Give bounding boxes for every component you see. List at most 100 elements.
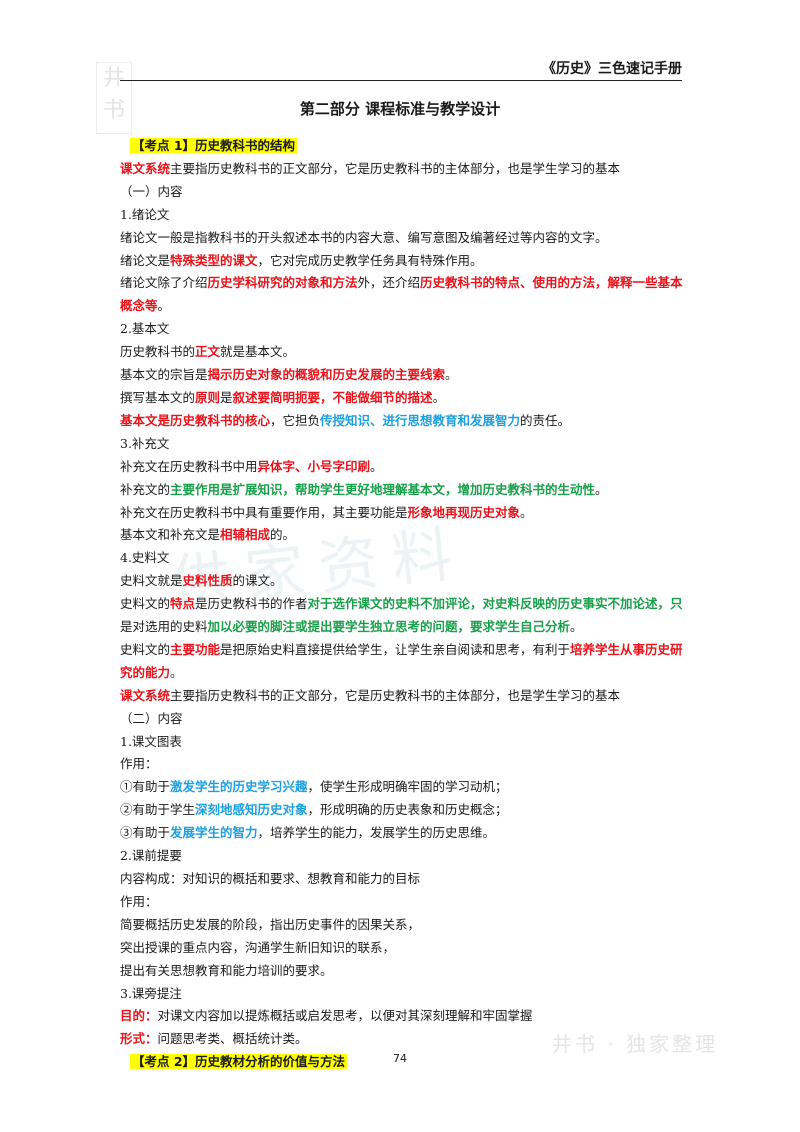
- text-line: 史料文的特点是历史教科书的作者对于选作课文的史料不加评论，对史料反映的历史事实不…: [120, 593, 685, 639]
- text-segment: 。: [570, 619, 583, 635]
- text-line: 目的：对课文内容加以提炼概括或启发思考，以便对其深刻理解和牢固掌握: [120, 1005, 685, 1028]
- text-segment: 2.课前提要: [120, 848, 182, 864]
- text-segment: （二）内容: [120, 710, 183, 726]
- text-segment: 作用：: [120, 893, 158, 909]
- emphasis-text: 培养学生从事历史研究的能力: [120, 641, 683, 680]
- text-line: 课文系统主要指历史教科书的正文部分，它是历史教科书的主体部分，也是学生学习的基本: [120, 685, 685, 708]
- emphasis-text: 目的：: [120, 1008, 158, 1024]
- emphasis-text: 历史教科书的特点、使用的方法，解释一些基本概念等: [120, 275, 683, 314]
- emphasis-text: 异体字、小号字印刷: [257, 458, 371, 474]
- text-line: 补充文在历史教科书中具有重要作用，其主要功能是形象地再现历史对象。: [120, 502, 685, 525]
- emphasis-text: 对于选作课文的史料不加评论，对史料反映的历史事实不加论述，: [307, 596, 671, 612]
- text-segment: 主要指历史教科书的正文部分，它是历史教科书的主体部分，也是学生学习的基本: [170, 687, 621, 703]
- emphasis-text: 课文系统: [120, 687, 171, 703]
- text-line: ③有助于发展学生的智力，培养学生的能力，发展学生的历史思维。: [120, 822, 685, 845]
- section-title: 第二部分 课程标准与教学设计: [299, 100, 501, 118]
- emphasis-text: 历史学科研究的对象和方法: [207, 275, 358, 291]
- text-line: 历史教科书的正文就是基本文。: [120, 341, 685, 364]
- text-line: 补充文的主要作用是扩展知识，帮助学生更好地理解基本文，增加历史教科书的生动性。: [120, 479, 685, 502]
- emphasis-text: 深刻地感知历史对象: [195, 802, 308, 818]
- header-title: 《历史》三色速记手册: [542, 61, 682, 77]
- text-line: （二）内容: [120, 708, 685, 731]
- emphasis-text: 原则: [195, 389, 221, 405]
- section-heading: 【考点 2】历史教材分析的价值与方法: [130, 1054, 348, 1070]
- text-line: 1.课文图表: [120, 731, 685, 754]
- text-line: 绪论文除了介绍历史学科研究的对象和方法外，还介绍历史教科书的特点、使用的方法，解…: [120, 272, 685, 318]
- text-segment: ，使学生形成明确牢固的学习动机；: [307, 779, 508, 795]
- text-segment: 。: [595, 481, 608, 497]
- text-segment: ，它对完成历史教学任务具有特殊作用。: [257, 252, 483, 268]
- text-line: 史料文就是史料性质的课文。: [120, 570, 685, 593]
- text-segment: 基本文和补充文是: [120, 527, 221, 543]
- watermark-footer: 井书 · 独家整理: [552, 1032, 719, 1056]
- text-segment: 史料文的: [120, 641, 171, 657]
- emphasis-text: 加以必要的脚注或提出要学生独立思考的问题，要求学生自己分析: [207, 619, 571, 635]
- text-line: 课文系统主要指历史教科书的正文部分，它是历史教科书的主体部分，也是学生学习的基本: [120, 158, 685, 181]
- emphasis-text: 只: [670, 596, 683, 612]
- text-segment: 是对选用的史料: [120, 619, 208, 635]
- text-line: 3.补充文: [120, 433, 685, 456]
- text-segment: 。: [370, 458, 383, 474]
- text-line: 补充文在历史教科书中用异体字、小号字印刷。: [120, 456, 685, 479]
- text-line: 作用：: [120, 891, 685, 914]
- text-segment: 。: [445, 367, 458, 383]
- text-line: 作用：: [120, 753, 685, 776]
- emphasis-text: 基本文是历史教科书的核心: [120, 412, 271, 428]
- text-line: 4.史料文: [120, 547, 685, 570]
- emphasis-text: 主要功能: [170, 641, 221, 657]
- text-line: 绪论文一般是指教科书的开头叙述本书的内容大意、编写意图及编著经过等内容的文字。: [120, 227, 685, 250]
- text-segment: ③有助于: [120, 825, 171, 841]
- text-segment: 是历史教科书的作者: [195, 596, 308, 612]
- text-line: 1.绪论文: [120, 204, 685, 227]
- emphasis-text: 发展学生的智力: [170, 825, 258, 841]
- text-segment: ，培养学生的能力，发展学生的历史思维。: [257, 825, 496, 841]
- text-segment: 基本文的宗旨是: [120, 367, 208, 383]
- text-line: 【考点 1】历史教科书的结构: [120, 135, 685, 158]
- emphasis-text: 主要作用是扩展知识，帮助学生更好地理解基本文，增加历史教科书的生动性: [170, 481, 596, 497]
- text-segment: 主要指历史教科书的正文部分，它是历史教科书的主体部分，也是学生学习的基本: [170, 160, 621, 176]
- text-segment: 补充文在历史教科书中用: [120, 458, 258, 474]
- text-segment: 。: [432, 389, 446, 405]
- text-segment: 1.课文图表: [120, 733, 182, 749]
- text-segment: 的。: [270, 527, 296, 543]
- emphasis-text: 史料性质: [182, 573, 233, 589]
- text-line: 突出授课的重点内容，沟通学生新旧知识的联系，: [120, 937, 685, 960]
- text-segment: 对课文内容加以提炼概括或启发思考，以便对其深刻理解和牢固掌握: [157, 1008, 533, 1024]
- text-segment: 绪论文除了介绍: [120, 275, 208, 291]
- text-line: （一）内容: [120, 181, 685, 204]
- text-segment: 绪论文是: [120, 252, 171, 268]
- text-line: 形式：问题思考类、概括统计类。: [120, 1028, 685, 1051]
- text-segment: 补充文的: [120, 481, 171, 497]
- text-segment: 的责任。: [520, 412, 571, 428]
- document-body: 【考点 1】历史教科书的结构课文系统主要指历史教科书的正文部分，它是历史教科书的…: [120, 135, 685, 1074]
- emphasis-text: 传授知识、进行思想教育和发展智力: [320, 412, 521, 428]
- text-line: 绪论文是特殊类型的课文，它对完成历史教学任务具有特殊作用。: [120, 250, 685, 273]
- text-segment: 是: [220, 389, 233, 405]
- text-segment: 的课文。: [232, 573, 283, 589]
- text-segment: 史料文的: [120, 596, 171, 612]
- text-segment: 问题思考类、概括统计类。: [157, 1031, 308, 1047]
- page-number: 74: [393, 1052, 407, 1065]
- text-line: 2.基本文: [120, 318, 685, 341]
- text-line: 【考点 2】历史教材分析的价值与方法: [120, 1051, 685, 1074]
- text-line: 简要概括历史发展的阶段，指出历史事件的因果关系，: [120, 914, 685, 937]
- watermark-stamp: 井书: [96, 62, 132, 134]
- text-segment: 历史教科书的: [120, 344, 196, 360]
- emphasis-text: 特殊类型的课文: [170, 252, 258, 268]
- text-segment: 简要概括历史发展的阶段，指出历史事件的因果关系，: [120, 916, 421, 932]
- text-line: 撰写基本文的原则是叙述要简明扼要，不能做细节的描述。: [120, 387, 685, 410]
- text-line: 3.课旁提注: [120, 983, 685, 1006]
- section-heading: 【考点 1】历史教科书的结构: [130, 138, 298, 153]
- emphasis-text: 形式：: [120, 1031, 158, 1047]
- text-segment: 作用：: [120, 756, 158, 772]
- text-line: 基本文和补充文是相辅相成的。: [120, 524, 685, 547]
- emphasis-text: 特点: [170, 596, 196, 612]
- text-segment: 提出有关思想教育和能力培训的要求。: [120, 962, 333, 978]
- emphasis-text: 激发学生的历史学习兴趣: [170, 779, 308, 795]
- emphasis-text: 揭示历史对象的概貌和历史发展的主要线索: [207, 367, 446, 383]
- text-segment: 。: [170, 664, 183, 680]
- text-segment: 是把原始史料直接提供给学生，让学生亲自阅读和思考，有利于: [220, 641, 571, 657]
- text-line: 史料文的主要功能是把原始史料直接提供给学生，让学生亲自阅读和思考，有利于培养学生…: [120, 639, 685, 685]
- text-segment: ，它担负: [270, 412, 321, 428]
- text-line: 提出有关思想教育和能力培训的要求。: [120, 960, 685, 983]
